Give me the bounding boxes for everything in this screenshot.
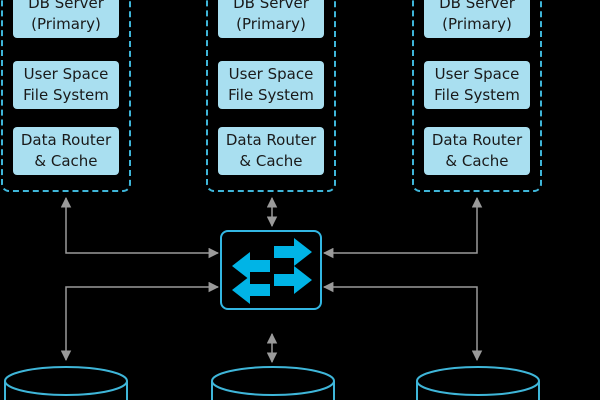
connector-node1-switch [60,196,220,259]
connector-switch-storage3 [322,281,483,362]
file-system-box: User Space File System [424,61,530,109]
db-server-box: DB Server (Primary) [218,0,324,38]
network-switch [220,230,322,310]
server-node-3: DB Server (Primary) User Space File Syst… [412,0,542,192]
server-node-2: DB Server (Primary) User Space File Syst… [206,0,336,192]
server-node-1: DB Server (Primary) User Space File Syst… [1,0,131,192]
file-system-box: User Space File System [13,61,119,109]
data-router-box: Data Router & Cache [218,127,324,175]
data-router-box: Data Router & Cache [424,127,530,175]
db-server-box: DB Server (Primary) [13,0,119,38]
data-router-box: Data Router & Cache [13,127,119,175]
db-server-box: DB Server (Primary) [424,0,530,38]
storage-cylinder-2 [211,366,335,400]
connector-node3-switch [322,196,483,259]
storage-cylinder-3 [416,366,540,400]
connector-switch-storage1 [60,281,220,362]
file-system-box: User Space File System [218,61,324,109]
storage-cylinder-1 [4,366,128,400]
network-switch-icon [232,238,312,304]
